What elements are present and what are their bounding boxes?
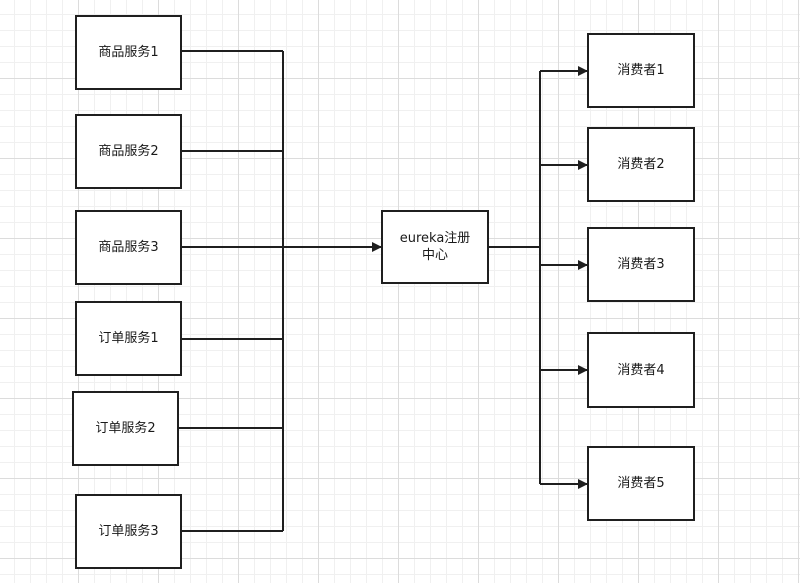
node-label: 商品服务1 bbox=[98, 45, 159, 60]
node-label: 订单服务1 bbox=[98, 331, 159, 346]
node-label: 订单服务2 bbox=[95, 421, 156, 436]
node-label: 消费者2 bbox=[617, 157, 665, 172]
node-provider-6[interactable]: 订单服务3 bbox=[75, 494, 182, 569]
node-provider-2[interactable]: 商品服务2 bbox=[75, 114, 182, 189]
node-label: 消费者4 bbox=[617, 362, 665, 378]
node-label: 消费者1 bbox=[617, 63, 665, 78]
node-label: 消费者3 bbox=[617, 257, 665, 272]
node-registry[interactable]: eureka注册 中心 bbox=[381, 210, 489, 284]
node-consumer-1[interactable]: 消费者1 bbox=[587, 33, 695, 108]
node-label: 商品服务3 bbox=[98, 240, 159, 255]
node-consumer-4[interactable]: 消费者4 bbox=[587, 332, 695, 408]
node-label: 商品服务2 bbox=[98, 144, 159, 159]
node-consumer-3[interactable]: 消费者3 bbox=[587, 227, 695, 302]
node-provider-4[interactable]: 订单服务1 bbox=[75, 301, 182, 376]
node-label: 订单服务3 bbox=[98, 524, 159, 539]
node-label: 消费者5 bbox=[617, 476, 665, 491]
node-provider-1[interactable]: 商品服务1 bbox=[75, 15, 182, 90]
node-label: eureka注册 中心 bbox=[399, 231, 471, 263]
node-consumer-5[interactable]: 消费者5 bbox=[587, 446, 695, 521]
node-provider-5[interactable]: 订单服务2 bbox=[72, 391, 179, 466]
node-provider-3[interactable]: 商品服务3 bbox=[75, 210, 182, 285]
node-consumer-2[interactable]: 消费者2 bbox=[587, 127, 695, 202]
